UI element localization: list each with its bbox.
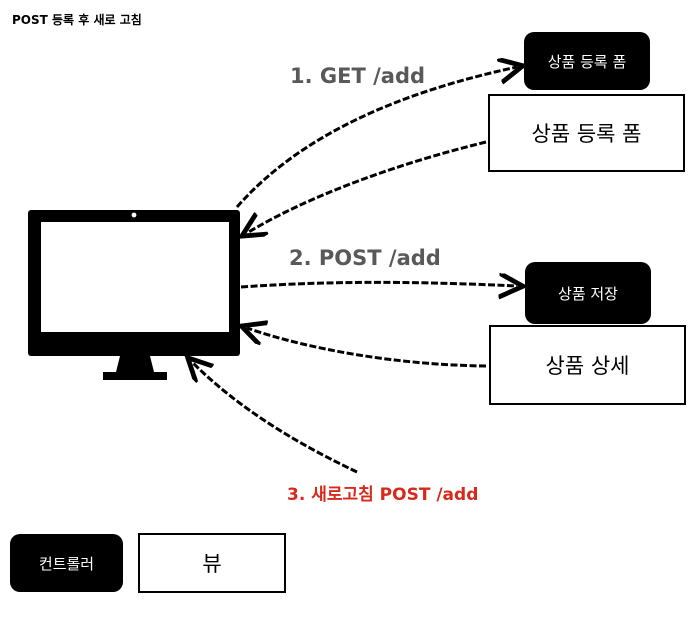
arrow-get-request (235, 67, 517, 208)
save-controller-label: 상품 저장 (558, 284, 618, 303)
legend-view-box: 뷰 (138, 533, 286, 593)
page-title: POST 등록 후 새로 고침 (12, 13, 142, 27)
step-refresh-post-add-label: 3. 새로고침 POST /add (287, 485, 479, 505)
arrow-post-request (240, 282, 517, 287)
save-controller-box: 상품 저장 (525, 262, 651, 324)
legend-view-label: 뷰 (202, 552, 222, 576)
step-post-add-label: 2. POST /add (289, 246, 441, 270)
computer-monitor-icon (28, 210, 240, 380)
arrow-refresh-request (192, 362, 358, 474)
detail-view-box: 상품 상세 (489, 325, 686, 405)
form-controller-label: 상품 등록 폼 (547, 52, 627, 71)
detail-view-label: 상품 상세 (545, 354, 630, 378)
legend-controller-box: 컨트롤러 (10, 534, 123, 592)
form-view-label: 상품 등록 폼 (531, 122, 642, 146)
form-view-box: 상품 등록 폼 (488, 94, 685, 172)
arrow-form-response (247, 140, 487, 233)
form-controller-box: 상품 등록 폼 (524, 32, 650, 90)
arrow-detail-response (247, 328, 487, 368)
legend-controller-label: 컨트롤러 (38, 554, 95, 573)
step-get-add-label: 1. GET /add (290, 64, 426, 88)
